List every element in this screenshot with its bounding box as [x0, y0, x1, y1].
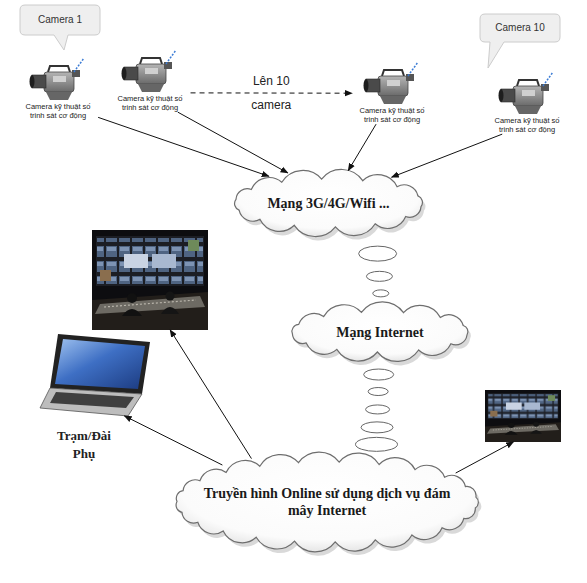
speech-bubble: Camera 10 — [480, 14, 560, 42]
camera-node: Camera kỹ thuật số trinh sát cơ động — [487, 70, 567, 134]
connector-line — [392, 134, 503, 177]
arrow-connector — [170, 330, 251, 459]
camera-node: Camera kỹ thuật số trinh sát cơ động — [352, 60, 432, 124]
bubble-label: Camera 1 — [38, 14, 82, 26]
bubble-shape — [480, 14, 560, 68]
thought-bubble — [361, 422, 393, 433]
thought-bubble — [355, 437, 397, 451]
control-room-node — [92, 230, 208, 330]
arrow-connector — [456, 442, 514, 473]
camera-icon — [499, 72, 554, 114]
laptop-screen-frame — [50, 334, 150, 394]
bubble-chain-connector — [359, 232, 397, 303]
camera-icon — [364, 62, 419, 104]
connector-line — [170, 330, 251, 459]
laptop-base — [40, 388, 142, 416]
arrow-connector — [348, 124, 376, 171]
connector-line — [178, 112, 288, 173]
control-room-photo — [92, 230, 208, 330]
camera-node: Camera kỹ thuật số trinh sát cơ động — [18, 56, 98, 120]
connector-line — [348, 124, 376, 171]
station-label: Trạm/Đài Phụ — [45, 427, 123, 463]
connector-line — [376, 361, 379, 455]
arrow-connector — [178, 112, 288, 173]
connector-line — [376, 232, 382, 303]
service-cloud: Truyền hình Online sử dụng dịch vụ đám m… — [168, 453, 486, 551]
camera-caption: Camera kỹ thuật số trinh sát cơ động — [487, 116, 567, 134]
laptop-screen — [55, 339, 145, 389]
cloud-shape — [235, 169, 423, 236]
bubble-label: Camera 10 — [495, 22, 544, 34]
arrow-connector — [392, 134, 503, 177]
arrow-connector — [98, 117, 269, 176]
thought-bubble — [373, 290, 389, 297]
cloud-shape — [176, 452, 478, 552]
camera-caption: Camera kỹ thuật số trinh sát cơ động — [18, 102, 98, 120]
camera-caption: Camera kỹ thuật số trinh sát cơ động — [352, 106, 432, 124]
connector-line — [456, 442, 514, 473]
cloud-outline — [168, 453, 486, 551]
cloud-label: Mạng Internet — [336, 324, 424, 341]
network-cloud: Mạng 3G/4G/Wifi ... — [226, 170, 431, 236]
network-cloud: Mạng Internet — [283, 303, 477, 361]
arrow-connector — [124, 416, 222, 465]
thought-bubble — [368, 388, 388, 396]
speech-bubble: Camera 1 — [20, 5, 100, 35]
cloud-label: Mạng 3G/4G/Wifi ... — [267, 195, 389, 212]
thought-bubble — [366, 405, 390, 414]
cloud-shape — [292, 302, 468, 362]
cloud-label: Truyền hình Online sử dụng dịch vụ đám m… — [200, 485, 455, 519]
arrow-connector — [191, 92, 353, 93]
laptop-node: Trạm/Đài Phụ — [45, 333, 150, 416]
connector-line — [98, 117, 269, 176]
laptop-keyboard — [50, 392, 134, 408]
thought-bubble — [359, 246, 397, 261]
bubble-chain-connector — [355, 361, 397, 455]
control-room-photo — [485, 390, 561, 442]
camera-icon — [122, 50, 177, 92]
thought-bubble — [366, 271, 392, 281]
camera-node: Camera kỹ thuật số trinh sát cơ động — [110, 48, 190, 112]
camera-icon — [30, 58, 85, 100]
camera-caption: Camera kỹ thuật số trinh sát cơ động — [110, 94, 190, 112]
dashed-arrow-line — [191, 92, 353, 93]
connector-line — [124, 416, 222, 465]
laptop-icon — [40, 334, 150, 416]
edge-label: Lên 10 camera — [247, 69, 295, 117]
bubble-shape — [20, 5, 100, 50]
control-room-node — [485, 390, 561, 442]
thought-bubble — [364, 369, 394, 380]
